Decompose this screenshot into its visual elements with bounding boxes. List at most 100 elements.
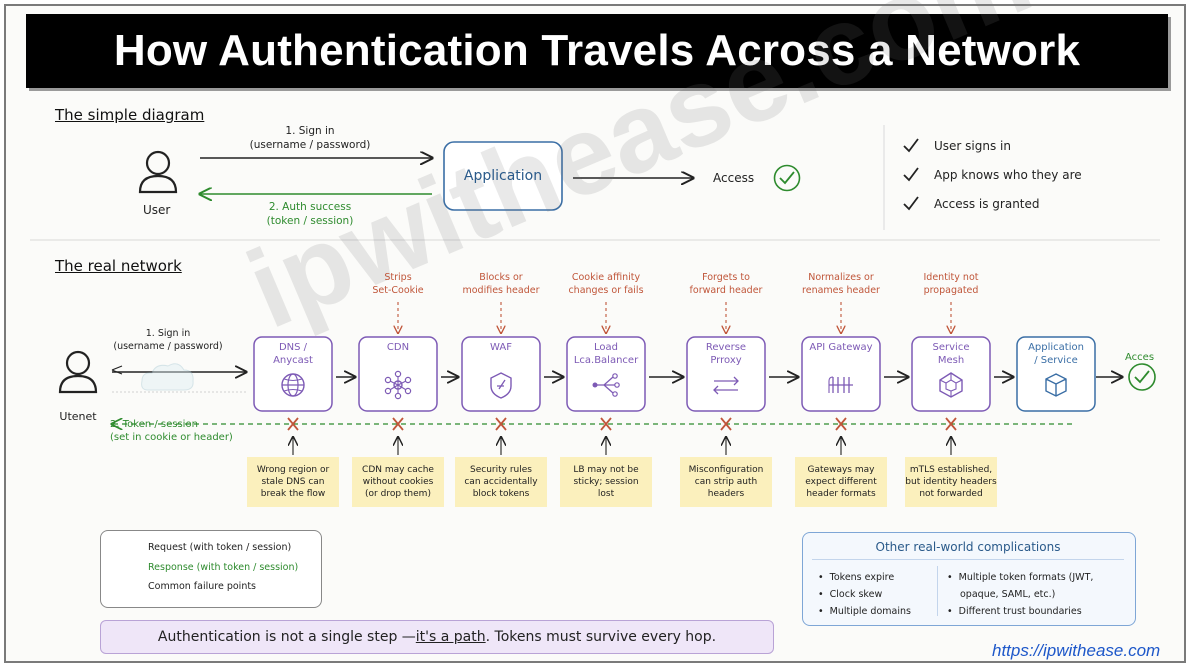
node-label-line1: Load xyxy=(594,342,618,353)
failure-x-icon xyxy=(392,417,404,431)
failure-x-icon xyxy=(835,417,847,431)
simple-success-line1: 2. Auth success xyxy=(268,201,352,213)
failure-note-line1: Gateways may xyxy=(807,465,875,475)
title-banner: How Authentication Travels Across a Netw… xyxy=(26,14,1168,88)
network-signin-line1: 1. Sign in xyxy=(145,328,191,339)
complication-item: • Clock skew xyxy=(818,589,883,600)
network-token-line2: (set in cookie or header) xyxy=(110,432,233,443)
network-node-6 xyxy=(911,336,991,412)
complications-left-list: • Tokens expire • Clock skew • Multiple … xyxy=(818,569,911,620)
simple-user-icon xyxy=(138,150,178,194)
issue-label-line1: Forgets to xyxy=(702,272,750,283)
failure-note-line2: but identity headers xyxy=(905,477,997,487)
failure-note-line3: headers xyxy=(707,489,745,499)
issue-label-line2: propagated xyxy=(923,285,979,296)
network-node-7 xyxy=(1016,336,1096,412)
failure-note-line1: Security rules xyxy=(470,465,532,475)
failure-note-line3: header formats xyxy=(806,489,876,499)
node-label: DNS / Anycast xyxy=(254,341,332,367)
issue-label-line1: Cookie affinity xyxy=(571,272,641,283)
failure-note: Wrong region or stale DNS can break the fl… xyxy=(247,457,339,507)
source-url: https://ipwithease.com xyxy=(992,641,1161,660)
network-signin-line2: (username / password) xyxy=(113,341,223,352)
node-label-line1: DNS / xyxy=(278,342,308,353)
node-label-line2: Prroxy xyxy=(710,355,742,366)
tagline-post: . Tokens must survive every hop. xyxy=(485,629,717,645)
network-node-0 xyxy=(253,336,333,412)
network-signin-tail xyxy=(111,365,123,375)
complication-item: • Multiple token formats (JWT, xyxy=(947,572,1094,583)
checklist-item-2: App knows who they are xyxy=(934,168,1082,182)
network-hub-icon xyxy=(384,370,412,400)
failure-note-line3: not forwarded xyxy=(919,489,983,499)
failure-note-line3: lost xyxy=(597,489,615,499)
node-label-line1: API Gateway xyxy=(809,342,873,353)
legend-box xyxy=(100,530,322,608)
simple-signin-label: 1. Sign in (username / password) xyxy=(225,124,395,152)
globe-icon xyxy=(281,373,305,397)
network-node-4 xyxy=(686,336,766,412)
page-title: How Authentication Travels Across a Netw… xyxy=(113,26,1081,75)
failure-note-line2: can strip auth xyxy=(694,477,758,487)
node-label: Application/ Service xyxy=(1017,341,1095,367)
failure-note-line1: CDN may cache xyxy=(362,465,434,475)
failure-note-line3: (or drop them) xyxy=(365,489,431,499)
simple-application-label: Application xyxy=(463,168,543,184)
legend-response-label: Response (with token / session) xyxy=(148,562,299,573)
gateway-icon xyxy=(828,376,853,393)
simple-success-line2: (token / session) xyxy=(266,215,354,227)
node-label-line2: Anycast xyxy=(273,355,313,366)
tagline-emphasis: it's a path xyxy=(415,629,486,645)
failure-note-line2: can accidentally xyxy=(464,477,538,487)
issue-label-line2: modifies header xyxy=(462,285,540,296)
failure-note-line1: Wrong region or xyxy=(256,465,330,475)
node-label: WAF xyxy=(462,341,540,354)
node-box xyxy=(801,336,881,412)
node-label-line1: CDN xyxy=(386,342,410,353)
failure-note-line3: break the flow xyxy=(260,489,326,499)
network-access-label: Acces xyxy=(1125,352,1155,363)
complications-right-list: • Multiple token formats (JWT, opaque, S… xyxy=(947,569,1093,620)
network-node-1 xyxy=(358,336,438,412)
complication-item-cont: opaque, SAML, etc.) xyxy=(960,589,1056,600)
tagline-pre: Authentication is not a single step — xyxy=(157,629,416,645)
tagline: Authentication is not a single step — it… xyxy=(100,620,774,654)
checklist-check-icons xyxy=(903,138,919,211)
network-user-icon xyxy=(58,350,98,394)
failure-x-icon xyxy=(287,417,299,431)
node-label-line2: / Service xyxy=(1034,355,1078,366)
two-way-arrows-icon xyxy=(713,376,739,395)
complications-divider xyxy=(937,566,938,616)
issue-label-line2: changes or fails xyxy=(568,285,644,296)
failure-note-line2: sticky; session xyxy=(573,477,639,487)
failure-note-line2: stale DNS can xyxy=(261,477,325,487)
shield-icon xyxy=(490,372,512,399)
node-box xyxy=(566,336,646,412)
failure-x-icon xyxy=(600,417,612,431)
network-node-2 xyxy=(461,336,541,412)
network-node-3 xyxy=(566,336,646,412)
failure-x-icon xyxy=(720,417,732,431)
checklist-item-1: User signs in xyxy=(934,139,1011,153)
network-heading: The real network xyxy=(55,257,182,275)
mesh-icon xyxy=(939,372,963,398)
complications-box xyxy=(802,532,1136,626)
issue-label-line2: Set-Cookie xyxy=(372,285,424,296)
